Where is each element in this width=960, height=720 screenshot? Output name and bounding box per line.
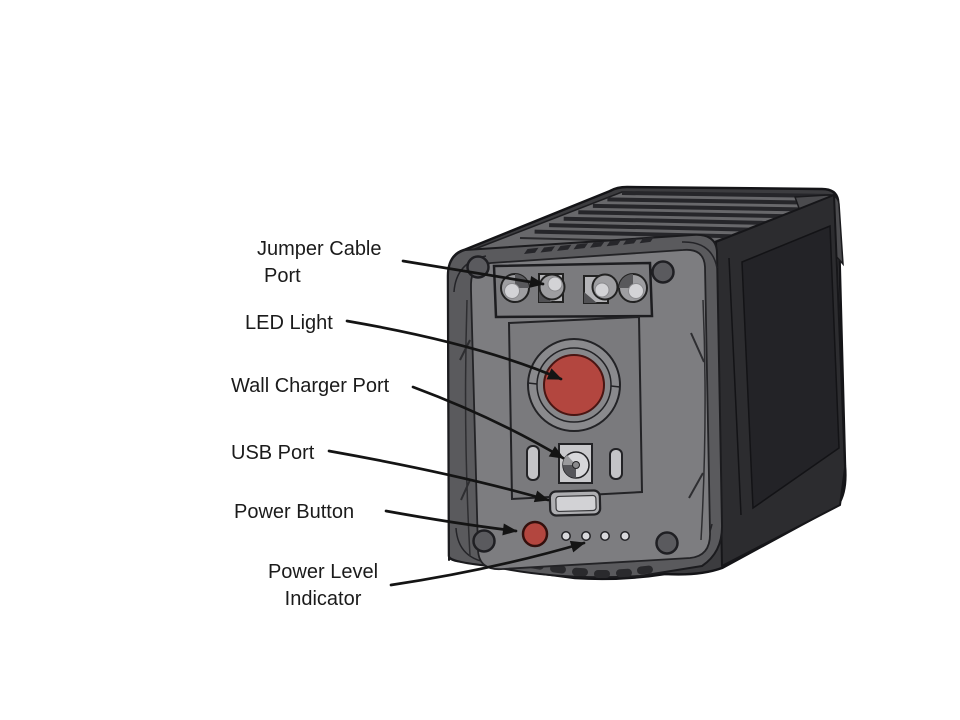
left-slot [526, 445, 540, 481]
label-text: Indicator [284, 588, 362, 610]
screw-icon [651, 260, 675, 284]
led-light-graphic [527, 338, 621, 432]
usb-port-graphic [548, 489, 602, 517]
right-slot [609, 448, 623, 480]
label-text: Power Button [234, 501, 355, 523]
label-jumper-cable-port: Jumper Cable Port [257, 236, 382, 290]
label-text: Power Level [267, 561, 379, 583]
led-lens [543, 354, 605, 416]
callout-arrow-led-light [345, 319, 563, 381]
indicator-dot [561, 531, 571, 541]
screw-icon [472, 529, 496, 553]
power-level-indicator-dots [561, 531, 630, 541]
device-illustration [446, 185, 847, 581]
callout-arrow-jumper-cable-port [401, 259, 545, 288]
label-text: Jumper Cable [257, 238, 382, 260]
callout-arrow-power-button [384, 509, 518, 536]
label-text: USB Port [231, 442, 315, 464]
vent-slots [524, 236, 654, 254]
callout-arrow-power-level-indicator [389, 540, 586, 587]
label-power-button: Power Button [234, 499, 354, 526]
wall-charger-port-graphic [558, 443, 593, 484]
label-power-level-indicator: Power Level Indicator [243, 559, 403, 613]
corner-screws [466, 255, 679, 555]
callout-arrows [327, 259, 586, 587]
label-text: Wall Charger Port [231, 375, 390, 397]
right-side-panel [715, 194, 846, 567]
label-led-light: LED Light [245, 310, 333, 337]
indicator-dot [600, 531, 610, 541]
indicator-dot [620, 531, 630, 541]
power-button-graphic [521, 520, 549, 548]
jumper-cable-port-graphic [492, 261, 654, 319]
label-usb-port: USB Port [231, 440, 314, 467]
front-face [459, 248, 711, 571]
label-wall-charger-port: Wall Charger Port [231, 373, 389, 400]
indicator-dot [581, 531, 591, 541]
label-text: Port [264, 265, 301, 287]
label-text: LED Light [245, 312, 333, 334]
callout-arrow-wall-charger-port [411, 385, 565, 460]
callout-arrow-usb-port [327, 449, 550, 503]
screw-icon [655, 531, 679, 555]
